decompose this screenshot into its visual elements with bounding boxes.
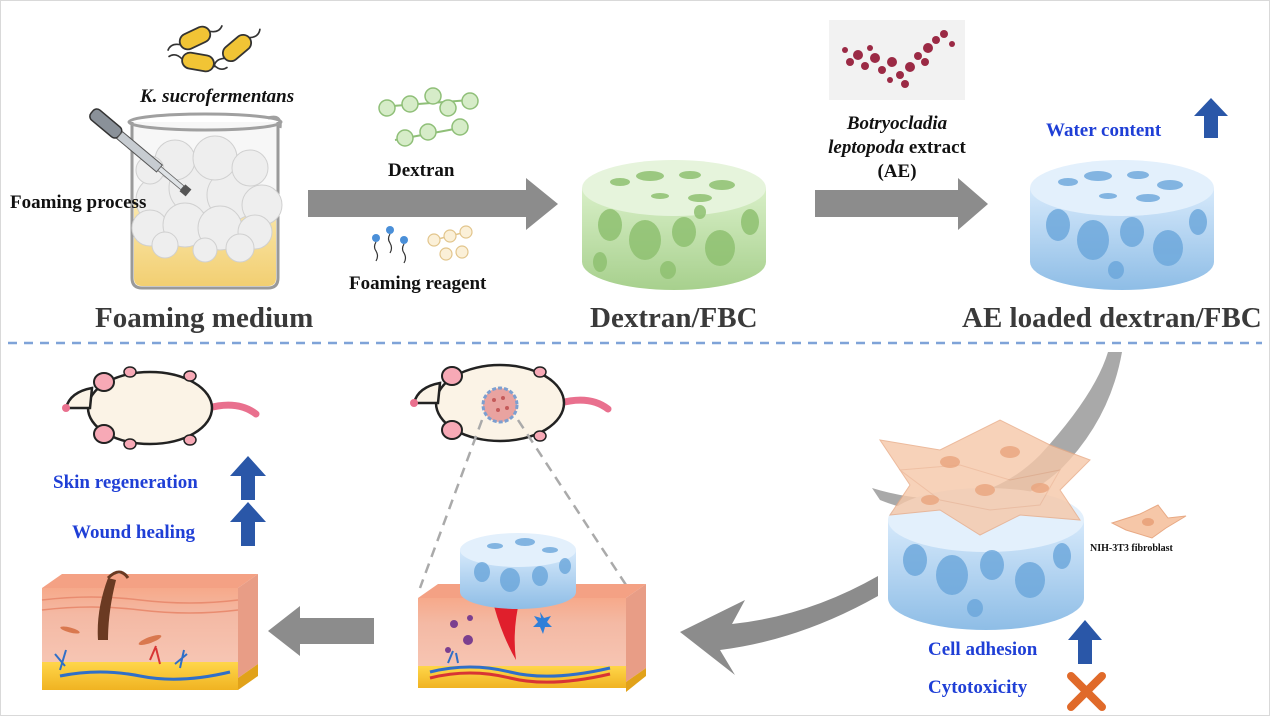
cell-adhesion-up-arrow — [1068, 620, 1102, 664]
extract-abbrev: (AE) — [877, 161, 917, 182]
dextran-fbc-scaffold — [582, 160, 766, 290]
surfactant-icon — [372, 226, 408, 264]
curved-arrow — [872, 352, 1122, 515]
process-arrow-2 — [815, 178, 988, 230]
extract-species: leptopoda — [828, 137, 905, 158]
water-content-up-arrow — [1194, 98, 1228, 138]
extract-species-line: leptopoda extract — [820, 136, 974, 160]
dextran-label: Dextran — [388, 160, 455, 181]
beaker-icon — [127, 112, 283, 290]
extract-word: extract — [904, 137, 966, 158]
wounded-skin-block — [418, 584, 646, 692]
stage-ae-loaded: AE loaded dextran/FBC — [962, 302, 1262, 334]
fibroblast-label: NIH-3T3 fibroblast — [1090, 543, 1173, 554]
bacteria-label: K. sucrofermentans — [140, 86, 295, 107]
skin-regeneration-label: Skin regeneration — [53, 472, 198, 493]
wounded-mouse-icon — [410, 363, 612, 443]
wound-healing-label: Wound healing — [72, 522, 196, 543]
dextran-molecule-icon — [378, 87, 479, 147]
stage-dextran-fbc: Dextran/FBC — [590, 302, 758, 334]
ae-loaded-scaffold — [1030, 160, 1214, 290]
reagent-molecule-icon — [427, 225, 473, 261]
stage-foaming-medium: Foaming medium — [95, 302, 314, 334]
extract-label: Botryocladia leptopoda extract (AE) — [820, 112, 974, 184]
water-content-label: Water content — [1046, 120, 1162, 141]
foaming-reagent-label: Foaming reagent — [349, 273, 487, 294]
scaffold-on-wound — [460, 533, 576, 609]
homogenizer-icon — [89, 108, 192, 197]
fibroblast-scaffold — [878, 419, 1091, 630]
return-arrow — [680, 576, 878, 675]
healed-mouse-icon — [62, 366, 260, 450]
wound-healing-up-arrow — [230, 502, 266, 546]
skin-regeneration-up-arrow — [230, 456, 266, 500]
healing-arrow — [268, 606, 374, 656]
healed-skin-block — [41, 570, 258, 690]
bacteria-icon — [167, 25, 261, 73]
seaweed-photo — [829, 20, 965, 100]
cell-adhesion-label: Cell adhesion — [928, 639, 1038, 660]
fibroblast-cell-icon — [1110, 504, 1187, 539]
cytotoxicity-cross-icon — [1067, 672, 1106, 711]
zoom-line-left — [418, 419, 484, 589]
foaming-process-label: Foaming process — [10, 192, 147, 213]
extract-genus: Botryocladia — [846, 113, 948, 134]
cytotoxicity-label: Cytotoxicity — [928, 677, 1028, 698]
process-arrow-1 — [308, 178, 558, 230]
